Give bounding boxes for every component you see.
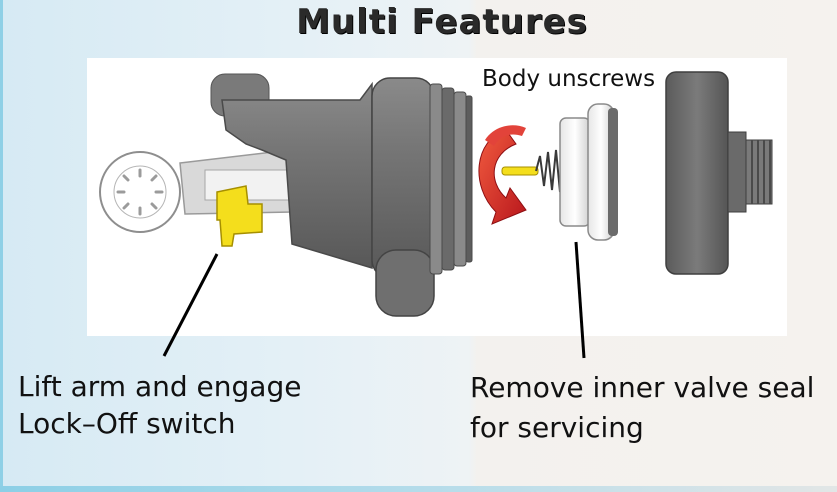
left-frame-bar (0, 0, 3, 492)
label-lock-off-line1: Lift arm and engage (18, 370, 302, 403)
label-lock-off-line2: Lock–Off switch (18, 407, 236, 440)
label-lock-off: Lift arm and engage Lock–Off switch (18, 368, 301, 442)
inner-valve-seal (559, 103, 618, 241)
valve-cap (665, 71, 773, 275)
pointer-line-lock-off (162, 253, 219, 357)
bottom-frame-bar (0, 486, 837, 492)
rotate-arrow-icon (478, 125, 527, 225)
valve-body (210, 73, 473, 317)
pointer-line-seal (574, 241, 586, 359)
label-valve-seal-line2: for servicing (470, 411, 644, 444)
thread-rings (429, 83, 473, 275)
label-valve-seal: Remove inner valve seal for servicing (470, 368, 814, 448)
label-valve-seal-line1: Remove inner valve seal (470, 371, 815, 404)
page-title: Multi Features (296, 2, 588, 42)
lift-arm (99, 149, 293, 233)
label-body-unscrews: Body unscrews (482, 66, 656, 92)
lock-off-switch (216, 185, 263, 247)
valve-stem-spring (501, 149, 565, 193)
